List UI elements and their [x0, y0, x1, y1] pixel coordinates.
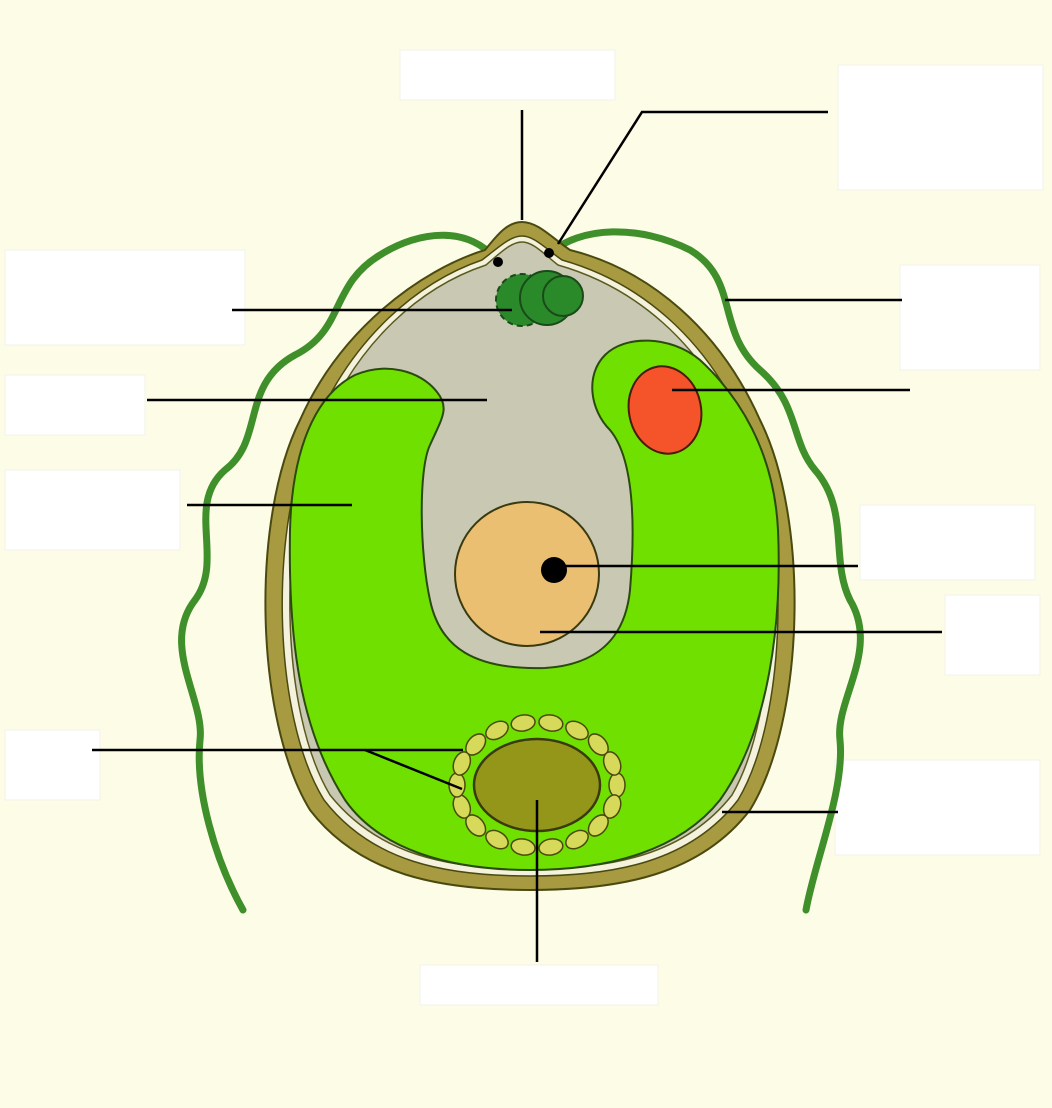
nucleus [455, 502, 599, 646]
label-box-left-4 [5, 730, 100, 800]
label-box-left-1 [5, 250, 245, 345]
label-box-right-1 [900, 265, 1040, 370]
label-box-right-3 [945, 595, 1040, 675]
label-box-right-4 [835, 760, 1040, 855]
label-box-top [400, 50, 615, 100]
label-box-top-right [838, 65, 1043, 190]
label-box-right-2 [860, 505, 1035, 580]
basal-body-left [493, 257, 503, 267]
label-box-left-2 [5, 375, 145, 435]
label-box-left-3 [5, 470, 180, 550]
label-box-bottom [420, 965, 658, 1005]
basal-body-right [544, 248, 554, 258]
starch-grain [609, 773, 625, 797]
nucleolus [541, 557, 567, 583]
contractile-vacuole-front [543, 276, 583, 316]
